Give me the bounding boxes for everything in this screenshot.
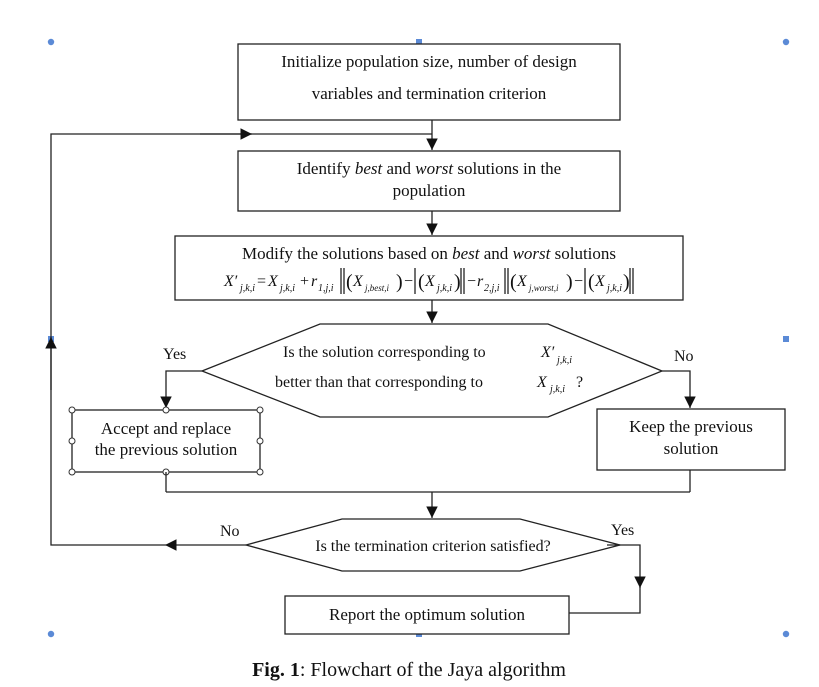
identify-text-pre: Identify bbox=[297, 159, 355, 178]
resize-handle[interactable] bbox=[256, 468, 264, 476]
loop-back-connector bbox=[50, 133, 250, 546]
identify-text-post: solutions in the bbox=[453, 159, 561, 178]
selection-handle-top-left[interactable] bbox=[47, 38, 55, 46]
selection-handle-bottom-left[interactable] bbox=[47, 630, 55, 638]
identify-box-line1: Identify best and worst solutions in the bbox=[297, 159, 561, 178]
resize-handle[interactable] bbox=[256, 437, 264, 445]
accept-box-selection-handles bbox=[68, 406, 264, 476]
decision1-line2: better than that corresponding to bbox=[275, 374, 483, 391]
formula-paren: ( bbox=[346, 271, 353, 293]
resize-handle[interactable] bbox=[162, 406, 170, 414]
formula-paren: ( bbox=[418, 271, 425, 293]
decision1-qmark: ? bbox=[576, 374, 583, 391]
formula-xbest: X bbox=[352, 273, 364, 290]
decision1-sym2: X bbox=[536, 374, 548, 391]
arrow-yes-to-accept bbox=[160, 370, 202, 408]
selection-handle-top-right[interactable] bbox=[782, 38, 790, 46]
init-process-box[interactable]: Initialize population size, number of de… bbox=[237, 43, 621, 121]
comparison-decision[interactable]: Is the solution corresponding to X′ j,k,… bbox=[200, 323, 664, 418]
formula-best-sub: j,best,i bbox=[364, 283, 389, 293]
resize-handle[interactable] bbox=[68, 437, 76, 445]
caption-label: Fig. 1 bbox=[252, 659, 300, 681]
modify-text-worst: worst bbox=[513, 244, 552, 263]
formula-xk2: X bbox=[594, 273, 606, 290]
formula-r1-sub: 1,j,i bbox=[318, 283, 334, 294]
modify-text-mid: and bbox=[480, 244, 513, 263]
formula-lhs-sub: j,k,i bbox=[238, 283, 255, 294]
formula-plus: + bbox=[300, 273, 309, 290]
modify-box-line1: Modify the solutions based on best and w… bbox=[242, 244, 616, 263]
report-box-text: Report the optimum solution bbox=[329, 605, 525, 624]
formula-r2-sub: 2,j,i bbox=[484, 283, 500, 294]
formula-lhs: X′ bbox=[223, 273, 238, 290]
formula-r2: r bbox=[477, 273, 484, 290]
selection-handles bbox=[47, 38, 790, 638]
decision1-sym2-sub: j,k,i bbox=[548, 384, 565, 395]
report-process-box[interactable]: Report the optimum solution bbox=[284, 595, 570, 635]
formula-worst-sub: j,worst,i bbox=[528, 283, 559, 293]
decision1-line1: Is the solution corresponding to bbox=[283, 344, 486, 361]
init-box-line1: Initialize population size, number of de… bbox=[281, 52, 577, 71]
formula-x: X bbox=[267, 273, 279, 290]
accept-process-box[interactable]: Accept and replace the previous solution bbox=[68, 406, 264, 476]
formula-paren: ) bbox=[566, 271, 573, 293]
identify-process-box[interactable]: Identify best and worst solutions in the… bbox=[237, 150, 621, 212]
modify-text-best: best bbox=[452, 244, 481, 263]
formula-paren: ( bbox=[588, 271, 595, 293]
init-box-line2: variables and termination criterion bbox=[312, 84, 547, 103]
modify-text-pre: Modify the solutions based on bbox=[242, 244, 452, 263]
figure-caption: Fig. 1: Flowchart of the Jaya algorithm bbox=[252, 659, 566, 681]
selection-handle-top[interactable] bbox=[416, 39, 422, 45]
keep-box-line1: Keep the previous bbox=[629, 417, 753, 436]
update-formula: X′ j,k,i = X j,k,i + r 1,j,i ( X j,best,… bbox=[223, 268, 634, 294]
caption-text: : Flowchart of the Jaya algorithm bbox=[300, 659, 566, 681]
decision2-text: Is the termination criterion satisfied? bbox=[315, 538, 550, 555]
accept-box-line1: Accept and replace bbox=[101, 419, 231, 438]
selection-handle-bottom-right[interactable] bbox=[782, 630, 790, 638]
arrow-termination-yes bbox=[607, 544, 646, 588]
resize-handle[interactable] bbox=[68, 468, 76, 476]
keep-box-line2: solution bbox=[664, 439, 719, 458]
formula-xk2-sub: j,k,i bbox=[605, 283, 622, 294]
accept-box-line2: the previous solution bbox=[95, 440, 238, 459]
formula-paren: ) bbox=[396, 271, 403, 293]
identify-box-line2: population bbox=[393, 181, 466, 200]
formula-minus2: − bbox=[467, 273, 476, 290]
formula-r1: r bbox=[311, 273, 318, 290]
resize-handle[interactable] bbox=[68, 406, 76, 414]
yes-to-report-connector bbox=[569, 586, 641, 614]
decision1-no-label: No bbox=[674, 348, 694, 365]
formula-paren: ) bbox=[454, 271, 461, 293]
decision1-yes-label: Yes bbox=[163, 346, 186, 363]
resize-handle[interactable] bbox=[256, 406, 264, 414]
formula-paren: ) bbox=[623, 271, 630, 293]
keep-process-box[interactable]: Keep the previous solution bbox=[596, 408, 786, 471]
modify-process-box[interactable]: Modify the solutions based on best and w… bbox=[174, 235, 684, 301]
identify-text-best: best bbox=[355, 159, 384, 178]
identify-text-worst: worst bbox=[415, 159, 454, 178]
decision1-sym1: X′ bbox=[540, 344, 555, 361]
formula-xworst: X bbox=[516, 273, 528, 290]
termination-decision[interactable]: Is the termination criterion satisfied? bbox=[243, 518, 623, 572]
selection-handle-right[interactable] bbox=[783, 336, 789, 342]
formula-x-sub: j,k,i bbox=[278, 283, 295, 294]
formula-xk: X bbox=[424, 273, 436, 290]
modify-text-post: solutions bbox=[550, 244, 616, 263]
formula-xk-sub: j,k,i bbox=[435, 283, 452, 294]
arrow-no-to-keep bbox=[662, 370, 696, 408]
formula-eq: = bbox=[257, 273, 266, 290]
decision1-sym1-sub: j,k,i bbox=[555, 355, 572, 366]
identify-text-mid: and bbox=[382, 159, 415, 178]
formula-minus3: − bbox=[574, 273, 583, 290]
formula-paren: ( bbox=[510, 271, 517, 293]
decision2-yes-label: Yes bbox=[611, 522, 634, 539]
decision2-no-label: No bbox=[220, 523, 240, 540]
formula-minus: − bbox=[404, 273, 413, 290]
